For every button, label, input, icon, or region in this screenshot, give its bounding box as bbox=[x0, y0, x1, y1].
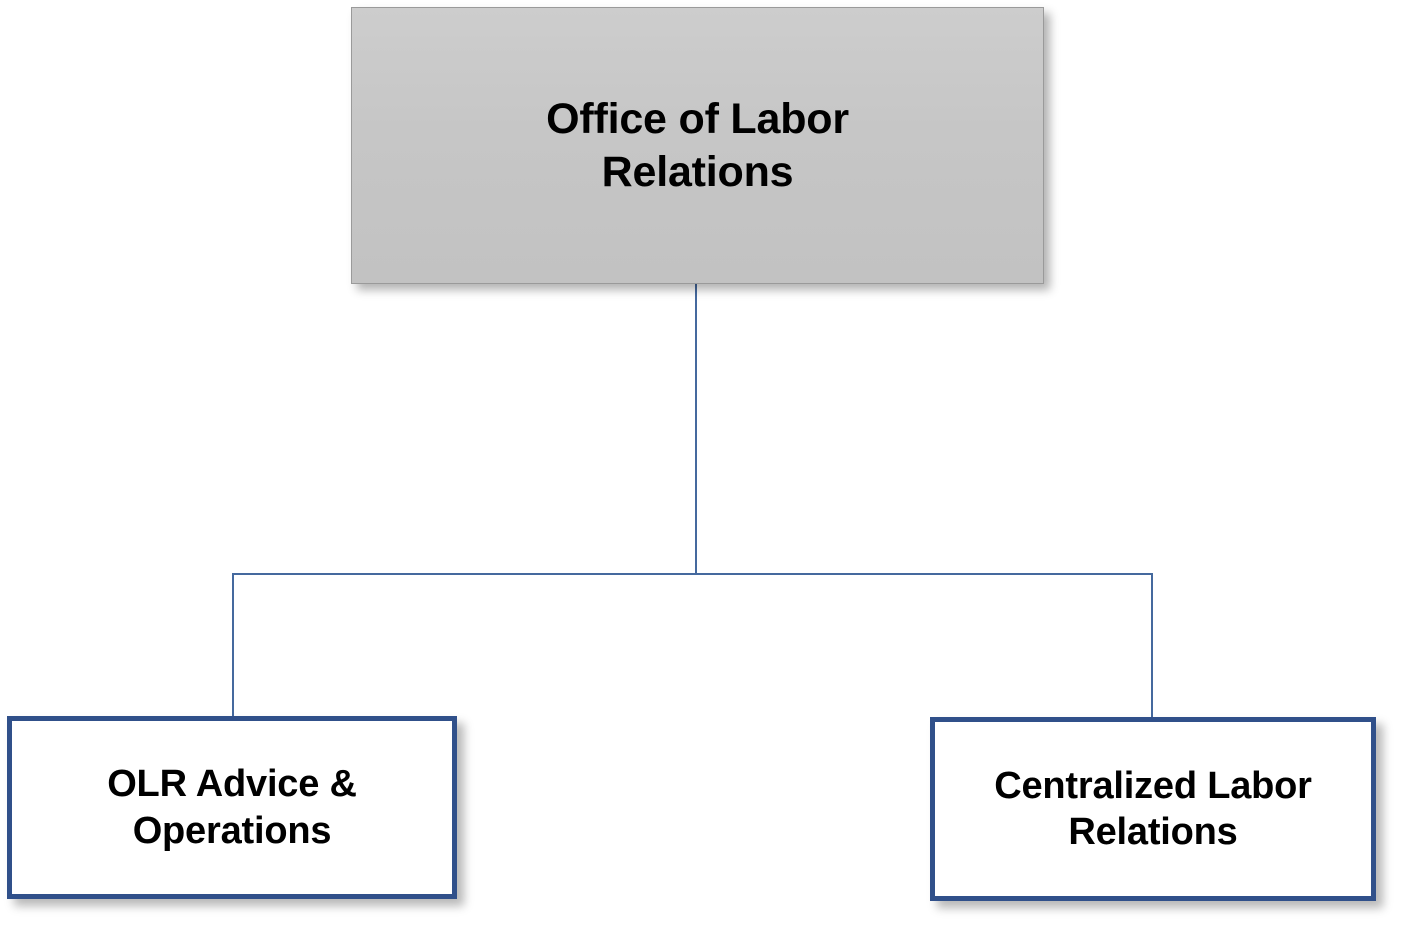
node-olr-advice-operations[interactable]: OLR Advice & Operations bbox=[7, 716, 457, 899]
connector-drop-to-olr-advice-operations bbox=[232, 573, 234, 717]
node-centralized-labor-relations[interactable]: Centralized Labor Relations bbox=[930, 717, 1376, 901]
node-label-olr-advice-operations: OLR Advice & Operations bbox=[107, 763, 357, 852]
connector-root-trunk bbox=[695, 283, 697, 575]
node-office-of-labor-relations[interactable]: Office of Labor Relations bbox=[351, 7, 1044, 284]
node-label-office-of-labor-relations: Office of Labor Relations bbox=[546, 95, 849, 196]
connector-horizontal-bus bbox=[232, 573, 1153, 575]
connector-drop-to-centralized-labor-relations bbox=[1151, 573, 1153, 718]
node-label-centralized-labor-relations: Centralized Labor Relations bbox=[994, 764, 1312, 853]
